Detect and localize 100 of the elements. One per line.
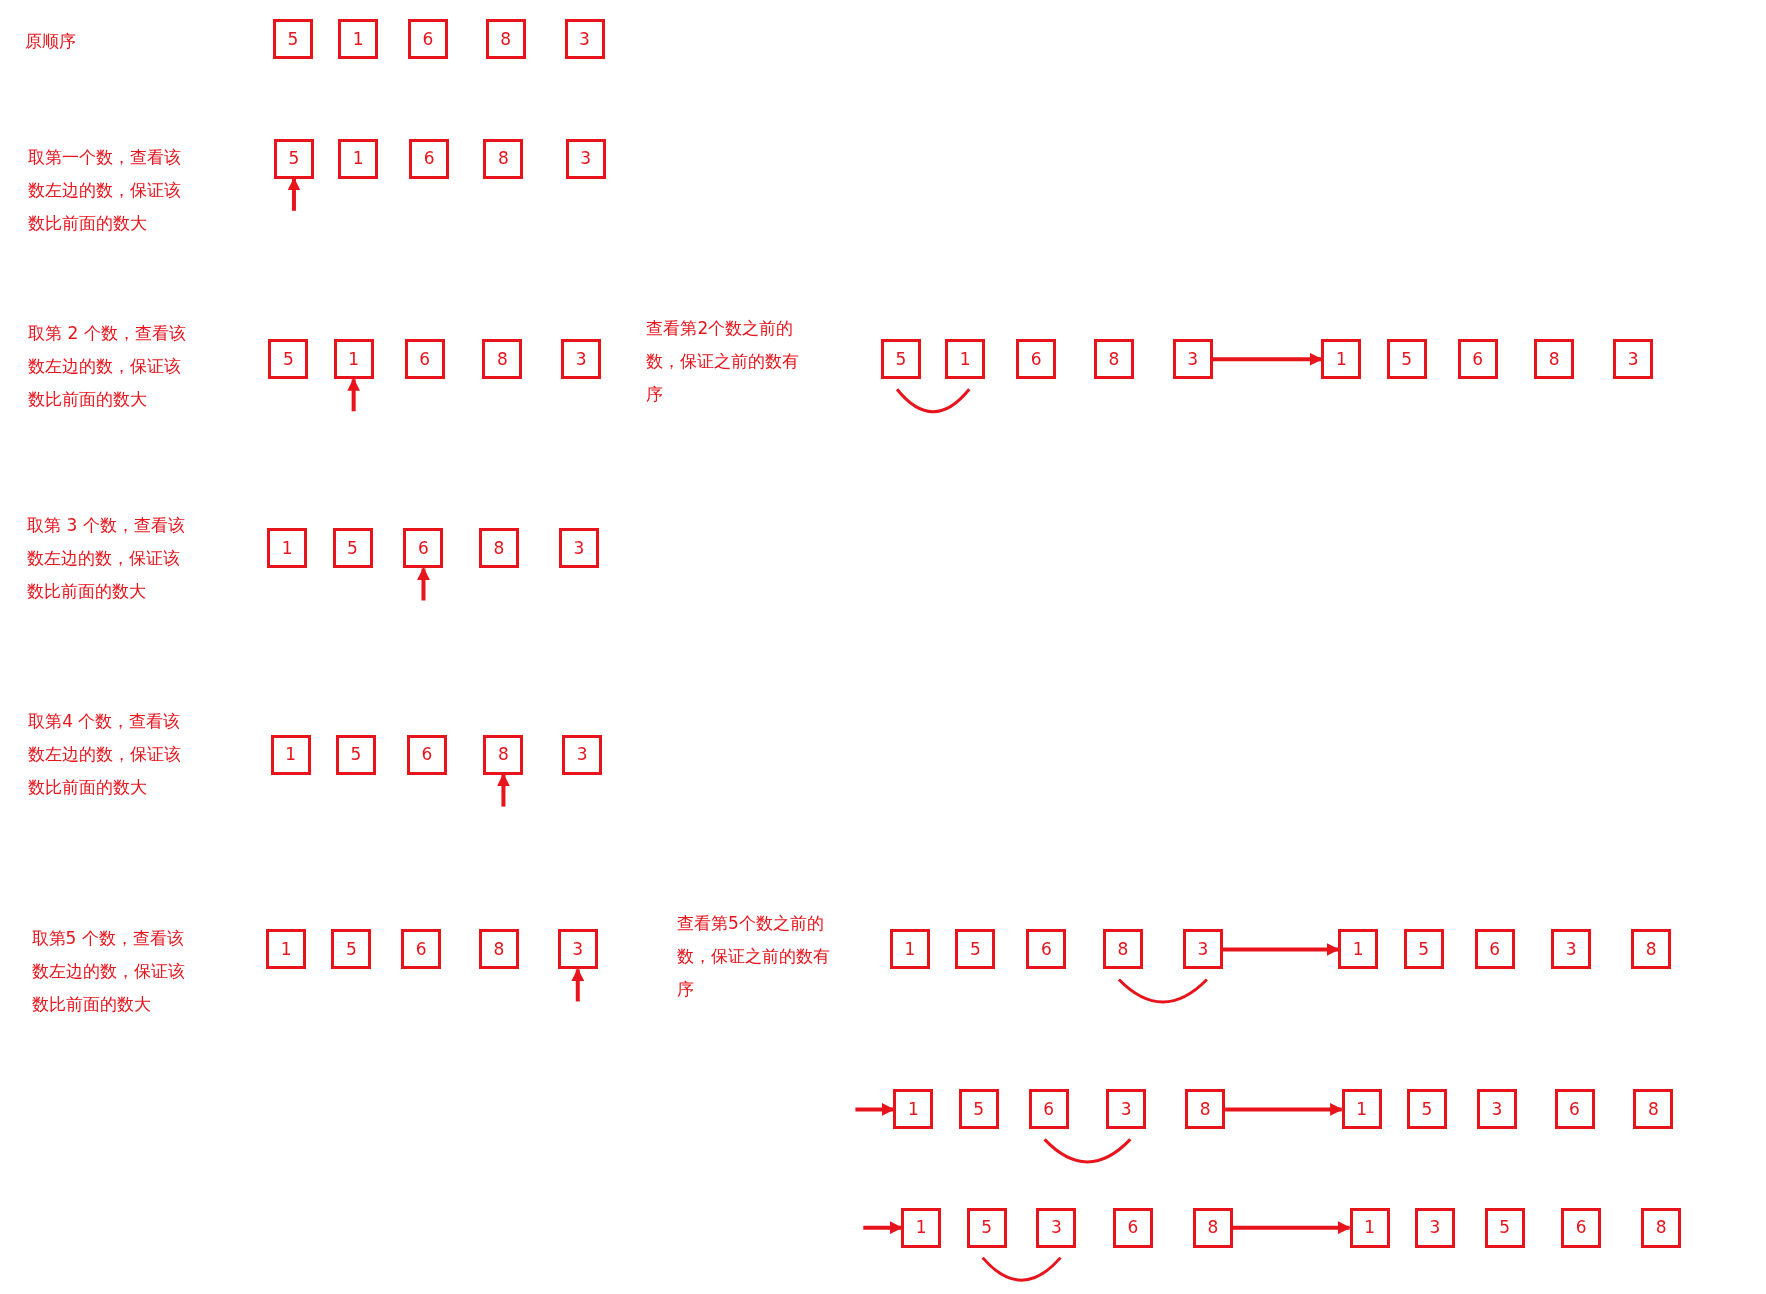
- number-box: [1036, 1207, 1077, 1248]
- number-text: 5: [1421, 1100, 1433, 1118]
- direction-pointer-arrow: [855, 1103, 895, 1116]
- number-text: 1: [348, 350, 360, 368]
- number-box: [945, 339, 986, 380]
- number-text: 6: [1127, 1219, 1139, 1237]
- step-description: 取第5 个数，查看该数左边的数，保证该数比前面的数大: [31, 926, 186, 1016]
- number-text: 1: [908, 1100, 919, 1118]
- number-box: [561, 339, 602, 380]
- number-box: [338, 138, 379, 179]
- number-text: 6: [415, 940, 427, 958]
- number-box: [404, 339, 445, 380]
- number-box: [958, 1089, 999, 1130]
- number-box: [1341, 1089, 1382, 1130]
- number-text: 8: [498, 150, 509, 168]
- arrow: [1222, 943, 1340, 956]
- number-text: 1: [352, 150, 364, 168]
- number-text: 8: [500, 30, 512, 48]
- number-box: [1193, 1207, 1233, 1248]
- number-box: [409, 138, 450, 179]
- number-text: 3: [1565, 940, 1577, 958]
- number-text: 8: [498, 746, 509, 764]
- number-text: 6: [421, 746, 433, 764]
- number-text: 5: [1401, 350, 1413, 368]
- number-text: 5: [350, 746, 362, 764]
- number-text: 3: [573, 540, 585, 557]
- number-box: [478, 929, 519, 970]
- number-box: [401, 929, 442, 970]
- number-text: 1: [281, 540, 293, 557]
- number-text: 3: [1120, 1100, 1132, 1118]
- number-text: 8: [1655, 1219, 1667, 1237]
- step-description: 原顺序: [24, 30, 77, 54]
- number-box: [1093, 339, 1134, 380]
- number-box: [331, 929, 372, 970]
- direction-pointer-arrow: [571, 968, 585, 1002]
- number-text: 5: [288, 150, 300, 168]
- number-box: [1102, 929, 1143, 970]
- number-box: [562, 734, 603, 775]
- number-box: [565, 138, 606, 179]
- number-box: [270, 734, 311, 775]
- number-text: 6: [1040, 940, 1052, 958]
- number-text: 3: [580, 150, 592, 168]
- number-box: [485, 19, 526, 60]
- number-text: 1: [1335, 350, 1347, 368]
- arrow: [1212, 352, 1323, 366]
- number-box: [268, 339, 309, 380]
- arrow: [1225, 1103, 1343, 1116]
- step-description: 取第 3 个数，查看该数左边的数，保证该数比前面的数大: [27, 514, 186, 604]
- number-box: [1631, 929, 1672, 970]
- number-box: [1321, 339, 1362, 380]
- number-text: 1: [1364, 1219, 1375, 1237]
- number-box: [406, 734, 447, 775]
- direction-pointer-arrow: [287, 177, 301, 211]
- number-text: 1: [915, 1219, 927, 1237]
- number-text: 6: [1030, 350, 1042, 368]
- direction-pointer-arrow: [863, 1221, 903, 1235]
- number-text: 8: [493, 940, 505, 958]
- number-box: [272, 19, 313, 60]
- number-text: 8: [1108, 350, 1120, 368]
- number-box: [335, 734, 376, 775]
- step-description: 查看第5个数之前的数，保证之前的数有序: [676, 912, 831, 1002]
- number-text: 8: [496, 350, 508, 368]
- step-description: 取第4 个数，查看该数左边的数，保证该数比前面的数大: [28, 710, 183, 800]
- number-text: 3: [1197, 940, 1209, 958]
- direction-pointer-arrow: [347, 378, 361, 412]
- number-box: [1551, 929, 1592, 970]
- number-text: 3: [1627, 350, 1639, 368]
- direction-pointer-arrow: [417, 567, 430, 601]
- number-box: [955, 929, 996, 970]
- number-box: [338, 19, 379, 60]
- number-box: [1386, 339, 1427, 380]
- number-box: [1338, 929, 1379, 970]
- number-box: [1403, 929, 1444, 970]
- number-text: 3: [579, 30, 590, 48]
- number-text: 8: [1647, 1100, 1659, 1118]
- number-box: [1016, 339, 1057, 380]
- number-text: 8: [1645, 940, 1657, 958]
- number-box: [478, 528, 519, 569]
- step-description: 取第 2 个数，查看该数左边的数，保证该数比前面的数大: [28, 321, 187, 411]
- number-text: 1: [280, 940, 292, 958]
- number-text: 3: [576, 746, 588, 764]
- number-box: [1476, 1089, 1517, 1130]
- number-box: [1484, 1207, 1525, 1248]
- number-text: 5: [1499, 1219, 1511, 1237]
- number-box: [1172, 339, 1213, 380]
- number-text: 6: [423, 150, 435, 168]
- number-box: [332, 528, 373, 569]
- number-text: 6: [422, 30, 434, 48]
- number-text: 5: [1418, 940, 1429, 958]
- number-text: 6: [1569, 1100, 1580, 1118]
- number-box: [1106, 1089, 1147, 1130]
- number-text: 8: [493, 540, 505, 557]
- number-box: [1633, 1089, 1674, 1130]
- number-text: 8: [1548, 350, 1560, 368]
- number-text: 5: [981, 1219, 992, 1237]
- number-box: [273, 138, 314, 179]
- number-box: [1349, 1207, 1390, 1248]
- number-box: [1414, 1207, 1455, 1248]
- number-box: [1028, 1089, 1069, 1130]
- number-box: [266, 929, 307, 970]
